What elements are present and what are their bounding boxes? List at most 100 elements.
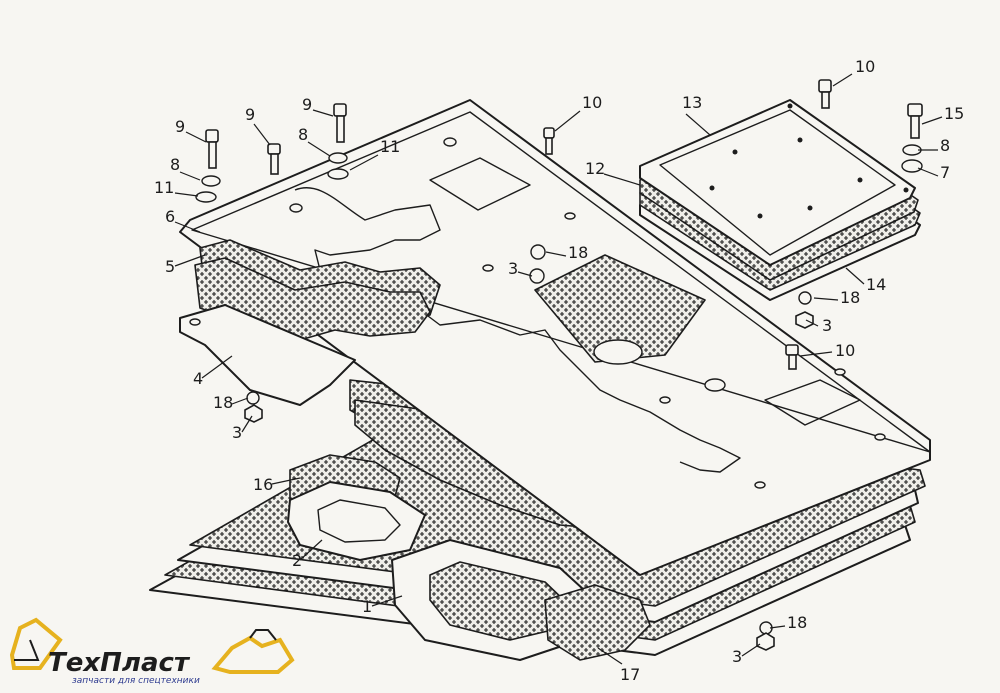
callout-leader [845, 267, 865, 285]
fasteners [195, 79, 923, 651]
callout-leader [349, 154, 379, 171]
callout-label: 11 [380, 137, 400, 156]
callout-leader [179, 171, 201, 181]
callout-label: 7 [940, 163, 950, 182]
callout-label: 3 [732, 647, 742, 666]
callout-leader [545, 251, 567, 257]
callout-leader [603, 173, 641, 186]
callout-label: 14 [866, 275, 886, 294]
callout-label: 1 [362, 597, 372, 616]
bolt-9-right [333, 103, 347, 143]
callout-label: 4 [193, 369, 203, 388]
callout-leader [917, 167, 939, 177]
plate-4 [179, 304, 356, 406]
callout-label: 9 [175, 117, 185, 136]
bolt-10-top-right [818, 79, 832, 109]
callout-label: 8 [298, 125, 308, 144]
callout-leader [805, 319, 819, 327]
cover-13 [639, 99, 916, 266]
brand-logo: ТехПласт запчасти для спецтехники [9, 617, 295, 686]
callout-label: 13 [682, 93, 702, 112]
main-cover-plate [179, 99, 931, 576]
washer-11-left [195, 191, 217, 203]
callout-label: 18 [568, 243, 588, 262]
central-port [593, 339, 643, 365]
callout-label: 9 [302, 95, 312, 114]
callout-label: 12 [585, 159, 605, 178]
callout-leader [832, 73, 853, 87]
loader-icon-right [211, 635, 295, 674]
excavator-arm-left [9, 617, 63, 670]
washer-8-left [201, 175, 221, 187]
callout-leader [253, 123, 271, 146]
bolt-10-lower [785, 344, 799, 370]
nut-18-left [246, 391, 260, 405]
nut-18-center [530, 244, 546, 260]
seal-2-inner [317, 499, 401, 543]
cover-hole-9 [874, 433, 886, 441]
callout-label: 3 [232, 423, 242, 442]
cover-hole-4 [564, 212, 576, 220]
seal-17 [544, 584, 651, 661]
callout-label: 8 [170, 155, 180, 174]
callout-leader [741, 643, 761, 657]
callout-leader [271, 477, 301, 485]
bolt-10-upper [543, 127, 555, 155]
washer-8-right [328, 152, 348, 164]
cover-plate-channel [294, 187, 741, 473]
callout-label: 11 [154, 178, 174, 197]
callout-label: 16 [253, 475, 273, 494]
nut-3-right [795, 311, 814, 329]
cover-hole-7 [659, 396, 671, 404]
callout-label: 5 [165, 257, 175, 276]
callout-label: 3 [508, 259, 518, 278]
callout-leader [554, 110, 581, 132]
excavator-bucket-outline [14, 639, 40, 661]
callout-leader [307, 141, 331, 157]
callout-leader [174, 221, 201, 233]
callout-label: 2 [292, 551, 302, 570]
callout-label: 10 [582, 93, 602, 112]
cover-13-inner [659, 109, 896, 256]
nut-3-center [529, 268, 545, 284]
cover-hole-2 [443, 137, 457, 147]
callout-leader [201, 355, 233, 379]
callout-leader [312, 109, 334, 117]
callout-leader [685, 113, 711, 136]
washer-7 [901, 159, 923, 173]
callout-leader [371, 595, 403, 607]
callout-label: 3 [822, 316, 832, 335]
brand-name: ТехПласт [48, 648, 191, 678]
plate-4-outline [179, 304, 356, 406]
callout-label: 18 [213, 393, 233, 412]
nut-18-right [798, 291, 812, 305]
callout-leader [299, 539, 323, 561]
callout-label: 6 [165, 207, 175, 226]
callout-leader [231, 397, 249, 405]
cover-window-bottom [764, 379, 861, 426]
callout-leader [769, 625, 786, 629]
bolt-9-left [205, 129, 219, 169]
cover-hole-3 [289, 203, 303, 213]
callout-leader [517, 271, 533, 277]
brand-tagline: запчасти для спецтехники [72, 676, 200, 686]
callout-leader [813, 297, 839, 301]
callout-leader [921, 116, 943, 125]
cover-hole-1 [704, 378, 726, 392]
bolt-9-middle [267, 143, 281, 175]
plate-4-hole [189, 318, 201, 326]
callout-leader [597, 647, 623, 665]
nut-3-left [244, 404, 263, 423]
callout-label: 18 [840, 288, 860, 307]
cover-hole-6 [834, 368, 846, 376]
cover-window-top [429, 157, 531, 211]
callout-label: 8 [940, 136, 950, 155]
callout-label: 17 [620, 665, 640, 684]
top-right-cover-stack [639, 99, 921, 301]
callout-leader [799, 351, 833, 357]
callout-label: 10 [855, 57, 875, 76]
cover-central-gasket [534, 254, 706, 363]
